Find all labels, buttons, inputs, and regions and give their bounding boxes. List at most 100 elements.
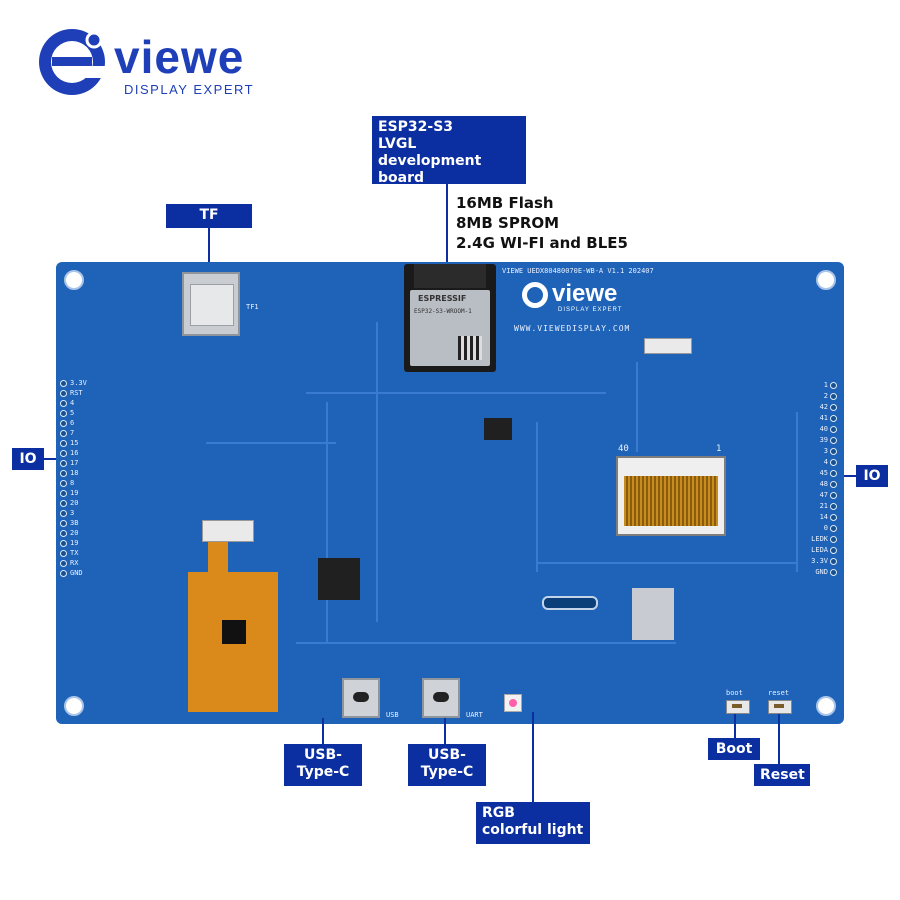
header-pin[interactable] — [830, 536, 837, 543]
header-pin[interactable] — [60, 550, 67, 557]
pin-label: 8 — [70, 479, 75, 487]
header-pin[interactable] — [830, 547, 837, 554]
pin-label: 3.3V — [811, 557, 828, 565]
esp32-shield: ESPRESSIF ESP32-S3-WROOM-1 — [410, 290, 490, 366]
reset-callout: Reset — [754, 764, 810, 786]
header-pin[interactable] — [830, 448, 837, 455]
header-pin[interactable] — [60, 460, 67, 467]
boot-leader-line — [734, 714, 736, 738]
header-pin[interactable] — [60, 490, 67, 497]
esp32-callout-line2: LVGL — [378, 136, 417, 152]
rgb-callout-line2: colorful light — [482, 822, 584, 838]
chip-u2 — [318, 558, 360, 600]
chip-u5 — [484, 418, 512, 440]
fpc-pin-1: 1 — [716, 444, 722, 454]
pin-label: 1 — [823, 381, 828, 389]
logo-wordmark: viewe — [114, 31, 245, 83]
tf-leader-line — [208, 228, 210, 274]
pin-label: RST — [70, 389, 83, 397]
header-pin[interactable] — [830, 393, 837, 400]
header-pin[interactable] — [60, 530, 67, 537]
header-pin[interactable] — [830, 525, 837, 532]
tf-card-slot[interactable] — [182, 272, 240, 336]
pin-label: 3 — [70, 509, 75, 517]
fpc-pin-40: 40 — [618, 444, 629, 454]
header-pin[interactable] — [60, 470, 67, 477]
pin-label: 4 — [70, 399, 75, 407]
header-pin[interactable] — [830, 404, 837, 411]
rgb-callout-line1: RGB — [482, 805, 515, 821]
header-pin[interactable] — [60, 430, 67, 437]
display-fpc-connector[interactable] — [616, 456, 726, 536]
touch-flex-cable — [188, 572, 278, 712]
pin-label: 20 — [70, 499, 79, 507]
header-pin[interactable] — [830, 415, 837, 422]
pin-label: 19 — [70, 489, 79, 497]
pin-label: LEDK — [811, 535, 828, 543]
header-pin[interactable] — [60, 510, 67, 517]
header-pin[interactable] — [830, 558, 837, 565]
header-pin[interactable] — [830, 437, 837, 444]
boot-button[interactable] — [726, 700, 750, 714]
pin-label: 42 — [819, 403, 828, 411]
header-pin[interactable] — [60, 390, 67, 397]
uart-callout-line2: Type-C — [420, 764, 474, 780]
uart-port-label: UART — [466, 711, 483, 719]
header-pin[interactable] — [60, 380, 67, 387]
header-pin[interactable] — [830, 569, 837, 576]
board-logo: viewe DISPLAY EXPERT — [522, 280, 652, 320]
uart-type-c-port[interactable] — [422, 678, 460, 718]
pcb-trace — [206, 442, 336, 444]
header-pin[interactable] — [830, 514, 837, 521]
header-pin[interactable] — [60, 480, 67, 487]
pcb-trace — [636, 362, 638, 452]
header-pin[interactable] — [60, 410, 67, 417]
header-pin[interactable] — [60, 400, 67, 407]
spec-flash: 16MB Flash — [456, 194, 554, 212]
header-pin[interactable] — [60, 570, 67, 577]
usb-type-c-port[interactable] — [342, 678, 380, 718]
boot-callout: Boot — [708, 738, 760, 760]
header-pin[interactable] — [830, 382, 837, 389]
pin-label: 16 — [70, 449, 79, 457]
logo-e-icon — [39, 29, 108, 95]
spec-psram: 8MB SPROM — [456, 214, 560, 232]
header-pin[interactable] — [830, 481, 837, 488]
pin-label: 14 — [819, 513, 828, 521]
header-pin[interactable] — [60, 450, 67, 457]
pin-label: 19 — [70, 539, 79, 547]
io-left-leader-line — [44, 458, 62, 460]
board-logo-text: viewe — [552, 280, 618, 307]
header-pin[interactable] — [830, 470, 837, 477]
pin-label: GND — [70, 569, 83, 577]
header-pin[interactable] — [60, 520, 67, 527]
mount-hole-top-left — [64, 270, 84, 290]
pin-label: GND — [815, 568, 828, 576]
reset-silk-label: reset — [768, 689, 790, 697]
header-pin[interactable] — [60, 440, 67, 447]
header-pin[interactable] — [830, 459, 837, 466]
header-pin[interactable] — [830, 426, 837, 433]
pcb-trace — [536, 422, 538, 572]
pin-label: 4 — [823, 458, 828, 466]
header-pin[interactable] — [60, 540, 67, 547]
board-website: WWW.VIEWEDISPLAY.COM — [514, 324, 631, 333]
esp32-leader-line — [446, 184, 448, 264]
pin-label: 5 — [70, 409, 75, 417]
header-pin[interactable] — [60, 420, 67, 427]
pin-label: 3B — [70, 519, 79, 527]
board-logo-tagline: DISPLAY EXPERT — [558, 307, 623, 313]
header-pin[interactable] — [60, 500, 67, 507]
pin-label: 41 — [819, 414, 828, 422]
header-pin[interactable] — [830, 503, 837, 510]
header-pin[interactable] — [830, 492, 837, 499]
pin-label: RX — [70, 559, 79, 567]
usb-callout-line1: USB- — [304, 747, 342, 763]
esp32-module: ESPRESSIF ESP32-S3-WROOM-1 — [404, 264, 496, 372]
pcb-trace — [376, 322, 378, 622]
usb-leader-line — [322, 718, 324, 744]
reset-button[interactable] — [768, 700, 792, 714]
uart-leader-line — [444, 718, 446, 744]
header-pin[interactable] — [60, 560, 67, 567]
pcb-trace — [296, 642, 676, 644]
